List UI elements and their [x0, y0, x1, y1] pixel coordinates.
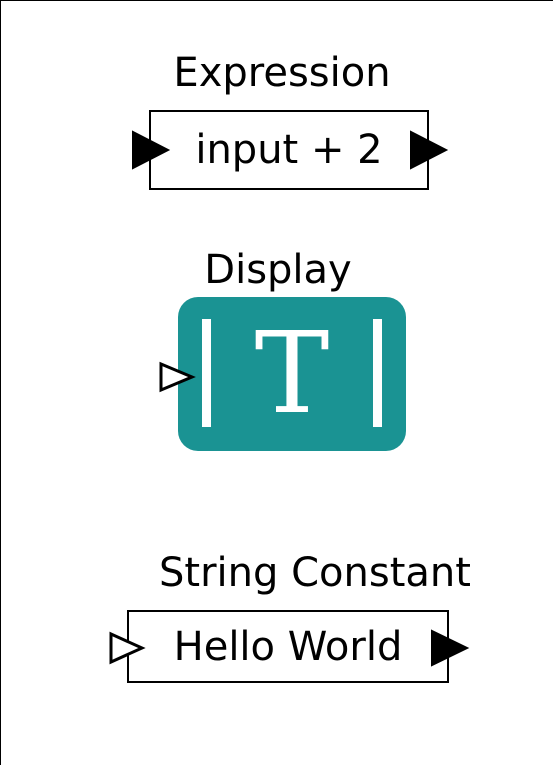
string-constant-block-title: String Constant — [159, 550, 471, 596]
display-input-port-icon[interactable] — [157, 361, 197, 393]
expression-block-content: input + 2 — [195, 127, 383, 173]
display-block[interactable]: T — [178, 297, 406, 451]
string-constant-block[interactable]: Hello World — [127, 610, 449, 683]
expression-block[interactable]: input + 2 — [149, 110, 429, 190]
text-display-icon: T — [254, 309, 330, 439]
expression-output-port-icon[interactable] — [408, 129, 450, 171]
expression-block-title: Expression — [173, 50, 391, 96]
string-constant-block-content: Hello World — [173, 623, 403, 670]
display-block-title: Display — [204, 247, 352, 293]
string-constant-input-port-icon[interactable] — [107, 631, 147, 665]
expression-input-port-icon[interactable] — [130, 129, 172, 171]
display-left-bar — [202, 319, 211, 427]
display-right-bar — [373, 319, 382, 427]
string-constant-output-port-icon[interactable] — [429, 628, 471, 668]
